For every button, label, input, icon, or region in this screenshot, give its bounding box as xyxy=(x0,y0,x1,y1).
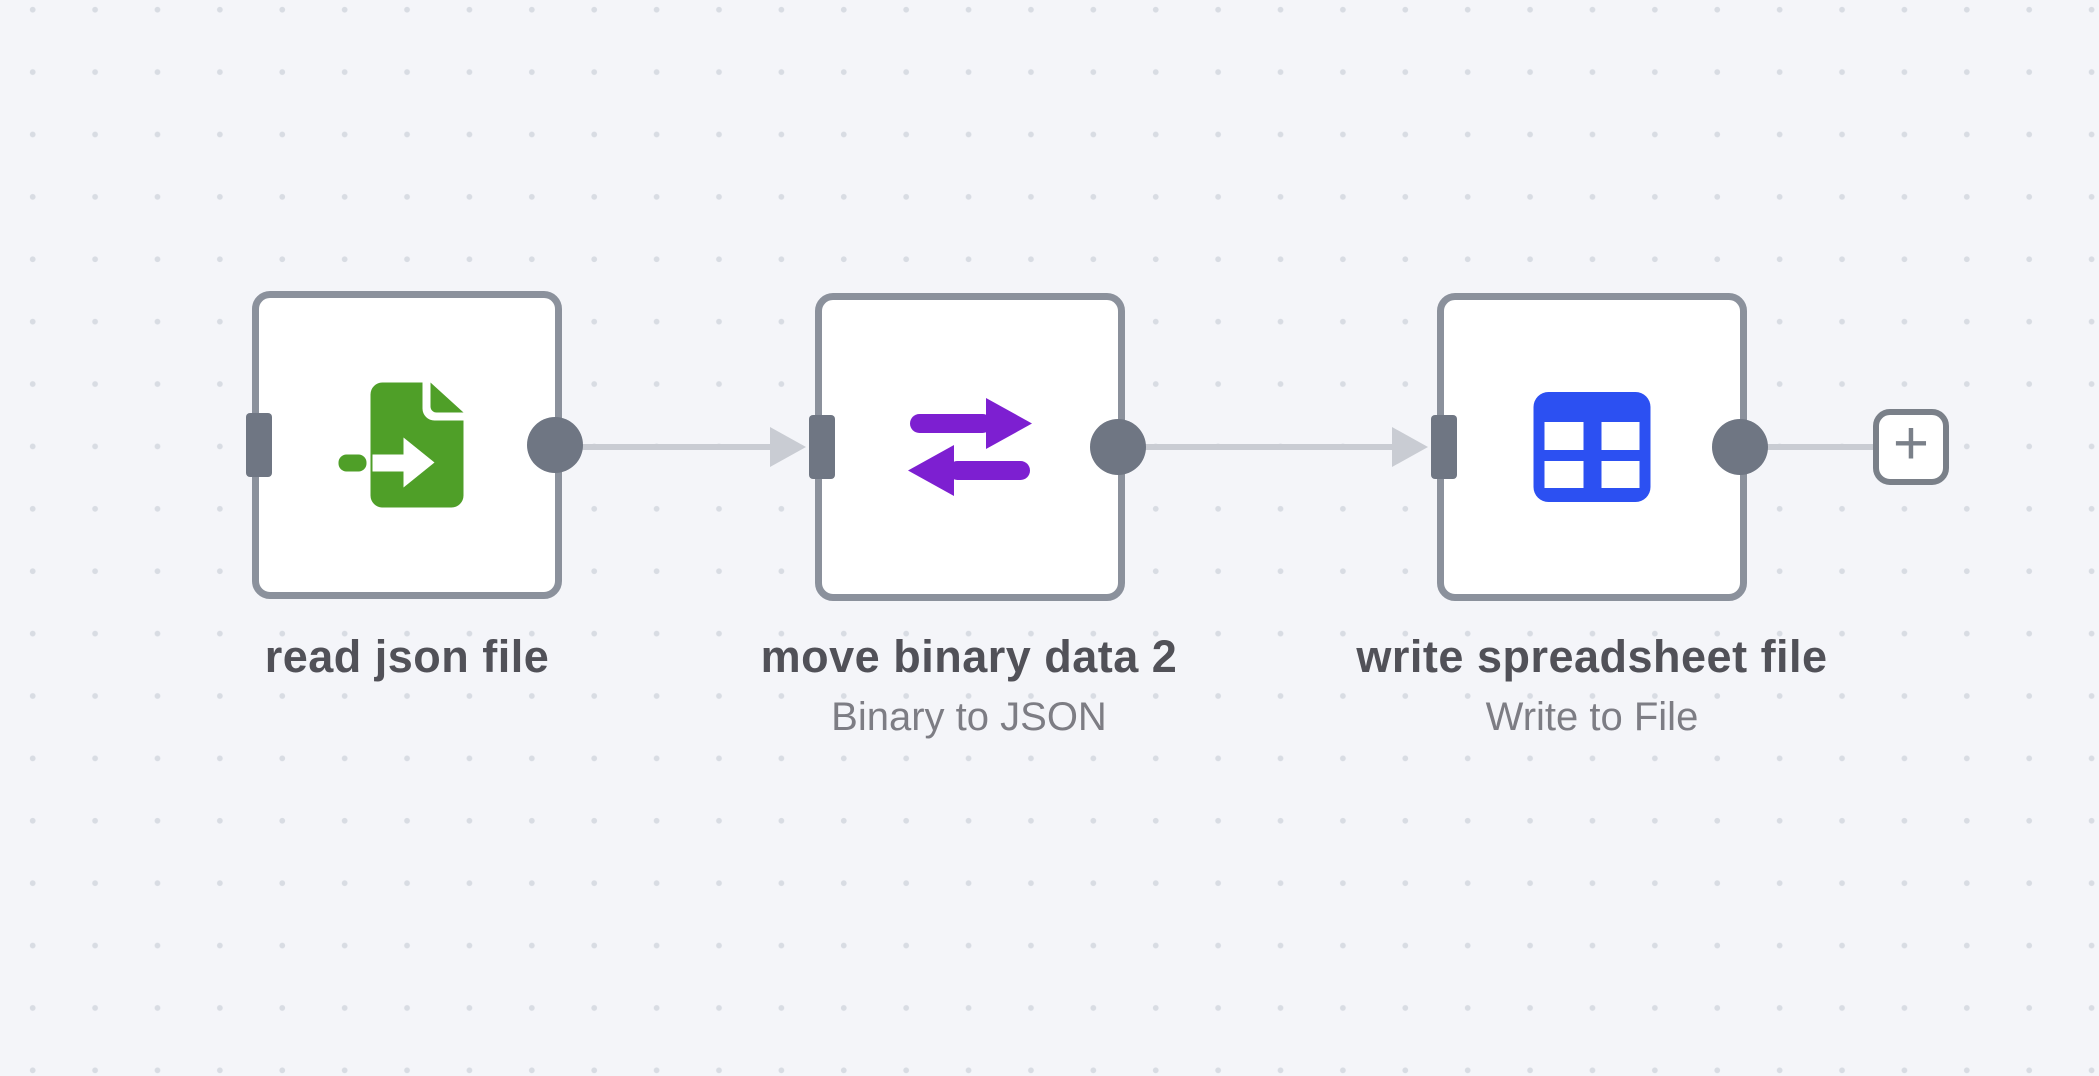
node-label: read json file xyxy=(87,628,727,686)
node-title: write spreadsheet file xyxy=(1356,631,1828,682)
node-label: move binary data 2 Binary to JSON xyxy=(649,628,1289,744)
node-title: read json file xyxy=(264,631,550,682)
output-port[interactable] xyxy=(527,417,583,473)
file-import-icon xyxy=(338,382,464,508)
input-port[interactable] xyxy=(246,413,272,477)
node-subtitle: Binary to JSON xyxy=(831,695,1107,739)
node-label: write spreadsheet file Write to File xyxy=(1272,628,1912,744)
add-node-button[interactable]: + xyxy=(1873,409,1949,485)
input-port[interactable] xyxy=(1431,415,1457,479)
node-write-spreadsheet-file[interactable] xyxy=(1431,293,1768,601)
connection-arrowhead-icon xyxy=(770,427,806,467)
node-title: move binary data 2 xyxy=(760,631,1178,682)
node-move-binary-data-2[interactable] xyxy=(809,293,1146,601)
input-port[interactable] xyxy=(809,415,835,479)
node-subtitle: Write to File xyxy=(1485,695,1699,739)
connection-arrowhead-icon xyxy=(1392,427,1428,467)
table-icon xyxy=(1533,392,1651,502)
output-port[interactable] xyxy=(1712,419,1768,475)
plus-icon: + xyxy=(1892,409,1930,478)
output-port[interactable] xyxy=(1090,419,1146,475)
node-read-json-file[interactable] xyxy=(246,291,583,599)
swap-arrows-icon xyxy=(908,398,1032,496)
